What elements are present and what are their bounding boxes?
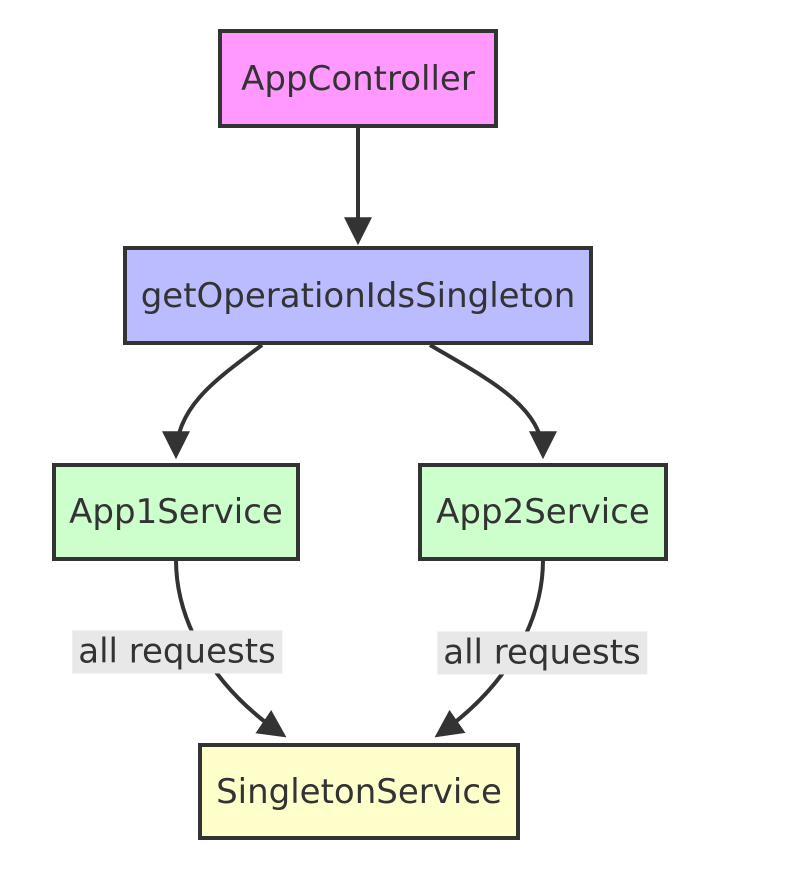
- edge-label-all-requests-left: all requests: [72, 630, 282, 674]
- edge-getoperationidssingleton-to-app1service: [162, 343, 264, 460]
- node-app1service: App1Service: [52, 463, 300, 561]
- node-appcontroller-label: AppController: [241, 58, 475, 99]
- node-app1service-label: App1Service: [69, 492, 283, 532]
- node-singletonservice-label: SingletonService: [216, 771, 502, 812]
- edge-label-all-requests-right: all requests: [437, 631, 647, 675]
- edge-getoperationidssingleton-to-app2service: [428, 343, 557, 460]
- node-app2service-label: App2Service: [436, 492, 650, 532]
- node-appcontroller: AppController: [218, 29, 498, 128]
- node-singletonservice: SingletonService: [198, 743, 520, 840]
- node-getoperationidssingleton: getOperationIdsSingleton: [123, 246, 593, 345]
- node-app2service: App2Service: [418, 463, 668, 561]
- node-getoperationidssingleton-label: getOperationIdsSingleton: [140, 275, 576, 316]
